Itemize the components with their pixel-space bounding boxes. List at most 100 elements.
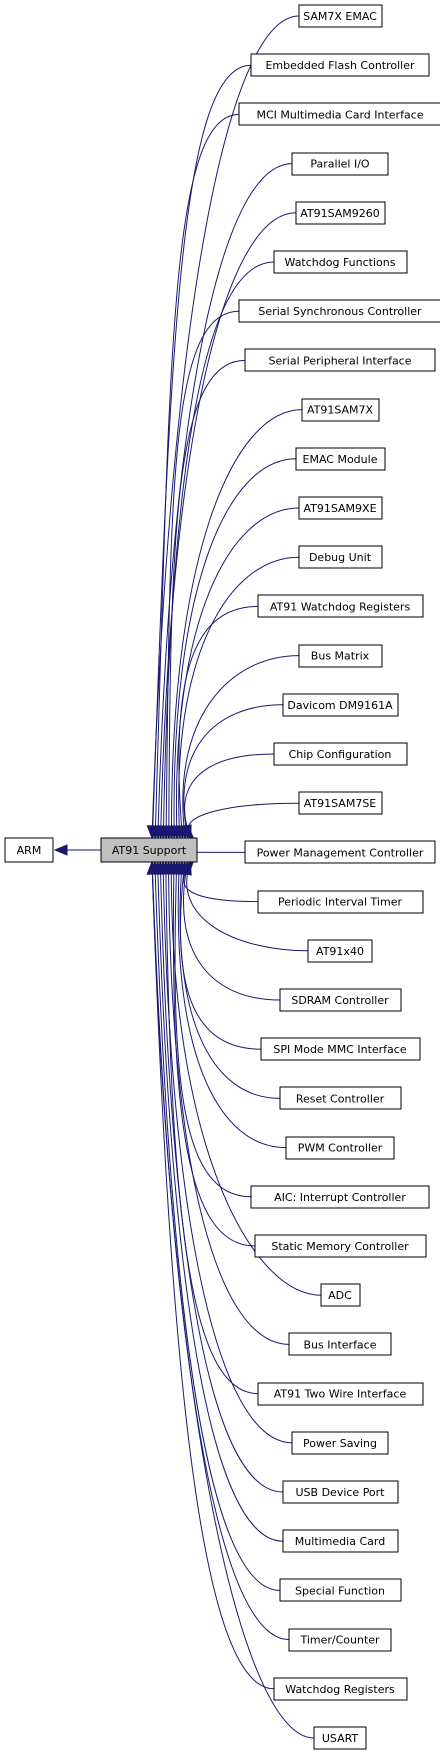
node-power-saving[interactable]: Power Saving xyxy=(291,1431,389,1455)
node-mci-multimedia-card-interface-box xyxy=(238,102,440,126)
edge-multimedia-card xyxy=(157,861,284,1542)
node-at91sam9xe-box xyxy=(298,496,383,520)
node-special-function-label: Special Function xyxy=(295,1584,385,1597)
node-watchdog-functions-label: Watchdog Functions xyxy=(285,256,396,269)
edge-at91-watchdog-registers xyxy=(178,605,259,839)
edge-at91sam7x xyxy=(171,409,303,839)
node-arm[interactable]: ARM xyxy=(4,837,54,863)
graph-edges xyxy=(146,15,322,1739)
node-serial-synchronous-controller-label: Serial Synchronous Controller xyxy=(258,305,422,318)
node-timer-counter-label: Timer/Counter xyxy=(299,1634,380,1647)
edge-periodic-interval-timer xyxy=(183,861,259,903)
node-bus-interface[interactable]: Bus Interface xyxy=(288,1332,392,1356)
node-at91sam9260-box xyxy=(295,201,386,225)
edge-embedded-flash-controller xyxy=(151,64,252,839)
node-davicom-dm9161a[interactable]: Davicom DM9161A xyxy=(282,693,399,717)
node-chip-configuration[interactable]: Chip Configuration xyxy=(273,742,408,766)
node-power-saving-label: Power Saving xyxy=(303,1437,377,1450)
node-power-management-controller-box xyxy=(244,840,436,864)
edge-usart-arrowhead xyxy=(146,860,159,875)
node-at91sam7x[interactable]: AT91SAM7X xyxy=(301,398,380,422)
node-aic-interrupt-controller-box xyxy=(250,1185,430,1209)
node-watchdog-functions[interactable]: Watchdog Functions xyxy=(273,250,408,274)
node-at91-support-box xyxy=(100,837,198,863)
node-periodic-interval-timer-label: Periodic Interval Timer xyxy=(278,896,402,909)
node-power-saving-box xyxy=(291,1431,389,1455)
node-at91-support: AT91 Support xyxy=(100,837,198,863)
node-at91sam9260[interactable]: AT91SAM9260 xyxy=(295,201,386,225)
node-static-memory-controller[interactable]: Static Memory Controller xyxy=(254,1234,427,1258)
node-at91sam7se[interactable]: AT91SAM7SE xyxy=(298,791,383,815)
edge-reset-controller xyxy=(179,861,281,1099)
node-serial-synchronous-controller[interactable]: Serial Synchronous Controller xyxy=(238,299,440,323)
node-watchdog-functions-box xyxy=(273,250,408,274)
node-at91sam9xe[interactable]: AT91SAM9XE xyxy=(298,496,383,520)
edge-bus-interface xyxy=(168,861,290,1345)
node-serial-peripheral-interface[interactable]: Serial Peripheral Interface xyxy=(244,348,436,372)
node-watchdog-registers-label: Watchdog Registers xyxy=(285,1683,395,1696)
node-sam7x-emac[interactable]: SAM7X EMAC xyxy=(298,4,383,28)
node-special-function[interactable]: Special Function xyxy=(279,1578,402,1602)
node-usb-device-port-label: USB Device Port xyxy=(296,1486,386,1499)
node-sdram-controller-box xyxy=(279,988,402,1012)
node-debug-unit[interactable]: Debug Unit xyxy=(298,545,383,569)
edge-to-arm-arrowhead xyxy=(53,844,68,856)
node-embedded-flash-controller-box xyxy=(250,53,430,77)
edge-chip-configuration xyxy=(184,753,275,839)
edge-emac-module xyxy=(173,458,297,839)
edge-aic-interrupt-controller xyxy=(174,861,252,1198)
node-multimedia-card-box xyxy=(282,1529,399,1553)
node-at91-watchdog-registers-label: AT91 Watchdog Registers xyxy=(270,600,411,613)
node-bus-matrix[interactable]: Bus Matrix xyxy=(298,644,383,668)
node-sam7x-emac-label: SAM7X EMAC xyxy=(303,10,377,23)
node-periodic-interval-timer[interactable]: Periodic Interval Timer xyxy=(257,890,424,914)
node-mci-multimedia-card-interface[interactable]: MCI Multimedia Card Interface xyxy=(238,102,440,126)
node-chip-configuration-label: Chip Configuration xyxy=(289,748,392,761)
node-at91-two-wire-interface-box xyxy=(257,1382,424,1406)
edge-mci-multimedia-card-interface xyxy=(154,113,240,839)
node-bus-matrix-box xyxy=(298,644,383,668)
node-debug-unit-label: Debug Unit xyxy=(309,551,372,564)
node-adc-box xyxy=(320,1283,361,1307)
node-pwm-controller[interactable]: PWM Controller xyxy=(285,1136,395,1160)
node-spi-mode-mmc-interface[interactable]: SPI Mode MMC Interface xyxy=(260,1037,421,1061)
node-adc[interactable]: ADC xyxy=(320,1283,361,1307)
node-reset-controller[interactable]: Reset Controller xyxy=(279,1086,402,1110)
node-power-management-controller[interactable]: Power Management Controller xyxy=(244,840,436,864)
edge-usb-device-port xyxy=(159,861,284,1493)
node-aic-interrupt-controller[interactable]: AIC: Interrupt Controller xyxy=(250,1185,430,1209)
node-multimedia-card[interactable]: Multimedia Card xyxy=(282,1529,399,1553)
node-sdram-controller-label: SDRAM Controller xyxy=(291,994,389,1007)
node-usb-device-port[interactable]: USB Device Port xyxy=(282,1480,399,1504)
node-pwm-controller-box xyxy=(285,1136,395,1160)
node-parallel-i-o[interactable]: Parallel I/O xyxy=(291,152,389,176)
node-mci-multimedia-card-interface-label: MCI Multimedia Card Interface xyxy=(256,108,423,121)
node-serial-synchronous-controller-box xyxy=(238,299,440,323)
node-power-management-controller-label: Power Management Controller xyxy=(257,846,424,859)
edge-at91x40 xyxy=(186,861,309,952)
node-davicom-dm9161a-box xyxy=(282,693,399,717)
node-at91-watchdog-registers[interactable]: AT91 Watchdog Registers xyxy=(257,594,424,618)
node-chip-configuration-box xyxy=(273,742,408,766)
node-at91x40-box xyxy=(307,939,373,963)
node-sdram-controller[interactable]: SDRAM Controller xyxy=(279,988,402,1012)
edge-power-saving xyxy=(162,861,293,1444)
node-embedded-flash-controller[interactable]: Embedded Flash Controller xyxy=(250,53,430,77)
node-reset-controller-box xyxy=(279,1086,402,1110)
node-debug-unit-box xyxy=(298,545,383,569)
node-usart[interactable]: USART xyxy=(313,1726,367,1750)
edge-pwm-controller xyxy=(177,861,287,1149)
node-davicom-dm9161a-label: Davicom DM9161A xyxy=(287,699,393,712)
node-serial-peripheral-interface-label: Serial Peripheral Interface xyxy=(269,354,412,367)
node-at91-two-wire-interface-label: AT91 Two Wire Interface xyxy=(274,1388,407,1401)
node-emac-module[interactable]: EMAC Module xyxy=(295,447,386,471)
node-timer-counter[interactable]: Timer/Counter xyxy=(288,1628,392,1652)
edge-usart xyxy=(151,861,315,1739)
node-spi-mode-mmc-interface-label: SPI Mode MMC Interface xyxy=(273,1043,406,1056)
node-watchdog-registers[interactable]: Watchdog Registers xyxy=(273,1677,408,1701)
edge-special-function xyxy=(154,861,281,1591)
node-parallel-i-o-box xyxy=(291,152,389,176)
node-at91x40[interactable]: AT91x40 xyxy=(307,939,373,963)
node-at91-two-wire-interface[interactable]: AT91 Two Wire Interface xyxy=(257,1382,424,1406)
